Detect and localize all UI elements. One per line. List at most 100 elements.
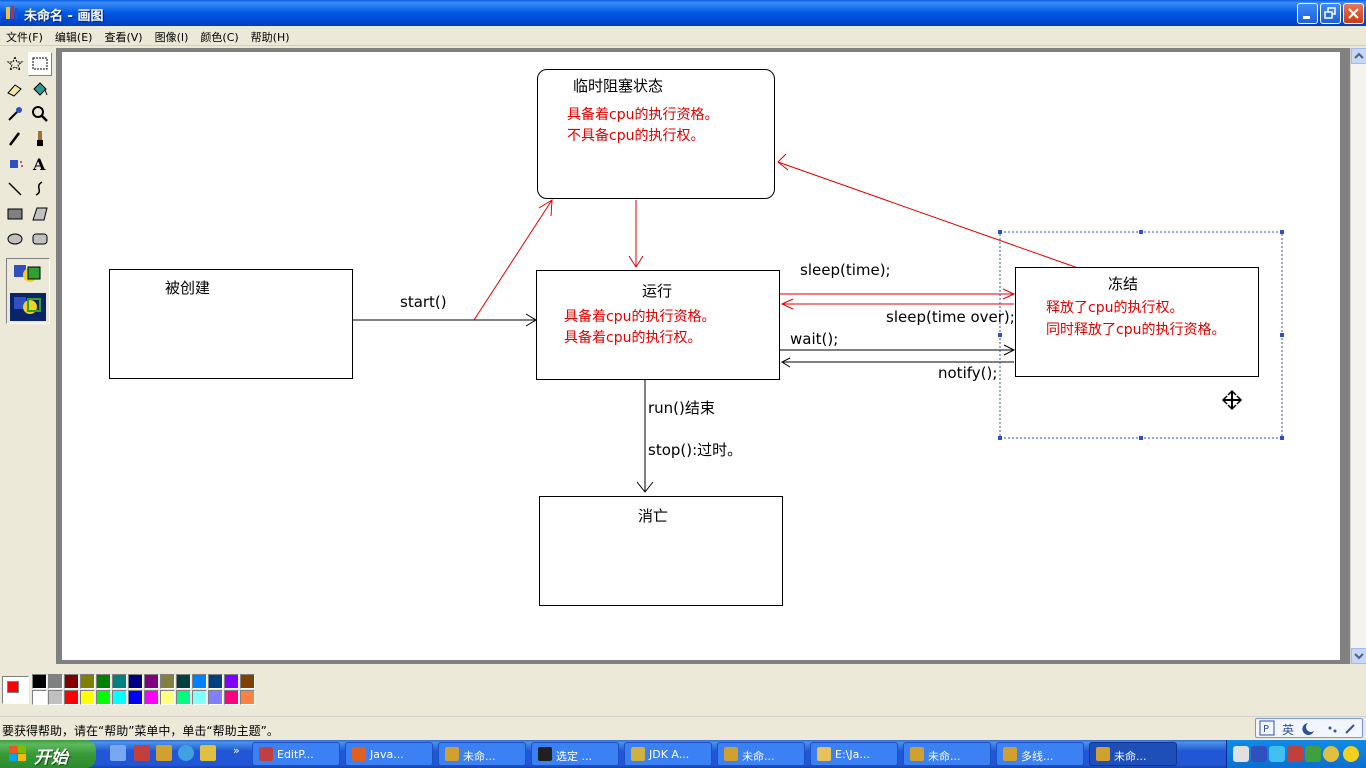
color-swatch[interactable] [64,674,79,689]
taskbar-button[interactable]: Java... [345,742,433,766]
quicklaunch-paint-icon[interactable] [156,745,172,761]
taskbar-button[interactable]: E:\Ja... [810,742,898,766]
menu-image[interactable]: 图像(I) [154,31,189,44]
restore-button[interactable] [1320,3,1341,24]
color-swatch[interactable] [176,690,191,705]
line-tool[interactable] [3,177,27,201]
color-swatch[interactable] [160,690,175,705]
color-swatch[interactable] [32,690,47,705]
created-state-box: 被创建 [109,269,353,379]
color-picker-tool[interactable] [3,102,27,126]
quicklaunch-browser-icon[interactable] [178,745,194,761]
color-swatch[interactable] [208,690,223,705]
color-swatch[interactable] [224,690,239,705]
menu-colors[interactable]: 颜色(C) [200,31,239,44]
rounded-rect-tool[interactable] [28,227,52,251]
color-swatch[interactable] [240,690,255,705]
taskbar-button[interactable]: 选定 ... [531,742,619,766]
start-button[interactable]: 开始 [0,740,96,768]
blocked-state-line-2: 不具备cpu的执行权。 [567,128,705,144]
ellipse-tool[interactable] [3,227,27,251]
taskbar-button[interactable]: 多线... [996,742,1084,766]
tray-security-icon[interactable] [1323,746,1339,762]
stop-label: stop():过时。 [648,441,743,459]
taskbar-app-icon [538,747,552,761]
taskbar-button-label: 未命... [1114,750,1147,763]
close-button[interactable] [1343,3,1364,24]
vertical-scrollbar[interactable] [1350,48,1366,664]
menu-file[interactable]: 文件(F) [6,31,43,44]
fill-tool[interactable] [28,77,52,101]
transparent-off-option[interactable] [10,261,46,289]
curve-icon [35,181,43,196]
eraser-icon [7,84,22,97]
tray-warning-icon[interactable] [1343,746,1359,762]
quicklaunch-desktop-icon[interactable] [110,745,126,761]
color-swatch[interactable] [192,674,207,689]
menu-help[interactable]: 帮助(H) [250,31,290,44]
airbrush-tool[interactable] [3,152,27,176]
quicklaunch-app-icon[interactable] [134,745,150,761]
color-swatch[interactable] [144,674,159,689]
taskbar-button[interactable]: JDK A... [624,742,712,766]
taskbar-button[interactable]: 未命... [438,742,526,766]
color-swatch[interactable] [96,674,111,689]
menu-view[interactable]: 查看(V) [104,31,143,44]
eraser-tool[interactable] [3,77,27,101]
color-swatch[interactable] [128,690,143,705]
tray-update-icon[interactable] [1269,746,1285,762]
restore-icon [1324,7,1336,19]
tray-shield-icon[interactable] [1305,746,1321,762]
star-select-icon [6,55,24,72]
polygon-tool[interactable] [28,202,52,226]
taskbar-button-label: 未命... [742,750,775,763]
tray-app-icon[interactable] [1251,746,1267,762]
rect-select-tool[interactable] [28,52,52,76]
color-swatch[interactable] [128,674,143,689]
taskbar-button[interactable]: 未命... [903,742,991,766]
minimize-icon [1303,16,1310,19]
minimize-button[interactable] [1297,3,1318,24]
color-swatch[interactable] [144,690,159,705]
tray-network-icon[interactable] [1233,746,1249,762]
color-swatch[interactable] [192,690,207,705]
status-text: 要获得帮助，请在“帮助”菜单中，单击“帮助主题”。 [2,724,279,738]
taskbar-button[interactable]: 未命... [717,742,805,766]
taskbar-button[interactable]: EditP... [252,742,340,766]
menu-edit[interactable]: 编辑(E) [54,31,93,44]
color-swatch[interactable] [48,690,63,705]
pencil-tool[interactable] [3,127,27,151]
color-swatch[interactable] [224,674,239,689]
ime-toolbar[interactable]: P 英 [1255,718,1363,738]
color-swatch[interactable] [96,690,111,705]
color-swatch[interactable] [160,674,175,689]
color-swatch[interactable] [112,674,127,689]
frozen-state-title: 冻结 [1108,275,1139,293]
color-swatch[interactable] [208,674,223,689]
scroll-down-button[interactable] [1351,648,1366,664]
curve-tool[interactable] [28,177,52,201]
magnifier-tool[interactable] [28,102,52,126]
free-select-tool[interactable] [3,52,27,76]
color-swatch[interactable] [176,674,191,689]
quicklaunch-folder-icon[interactable] [200,745,216,761]
color-swatch[interactable] [80,690,95,705]
taskbar-button-label: 多线... [1021,750,1054,763]
drawing-canvas[interactable]: 被创建 运行 具备着cpu的执行资格。 具备着cpu的执行权。 临时阻塞状态 具… [62,52,1340,660]
color-swatch[interactable] [240,674,255,689]
color-swatch[interactable] [48,674,63,689]
rectangle-tool[interactable] [3,202,27,226]
color-swatch[interactable] [112,690,127,705]
color-swatch[interactable] [32,674,47,689]
dead-state-title: 消亡 [638,507,669,525]
tray-audio-icon[interactable] [1287,746,1303,762]
taskbar-button[interactable]: 未命... [1089,742,1177,766]
brush-tool[interactable] [28,127,52,151]
text-tool[interactable]: A [28,152,52,176]
quicklaunch-more-icon[interactable]: » [233,744,240,757]
scroll-up-button[interactable] [1351,48,1366,64]
color-swatch[interactable] [64,690,79,705]
created-state-title: 被创建 [165,279,211,297]
transparent-on-option[interactable] [10,293,46,321]
color-swatch[interactable] [80,674,95,689]
